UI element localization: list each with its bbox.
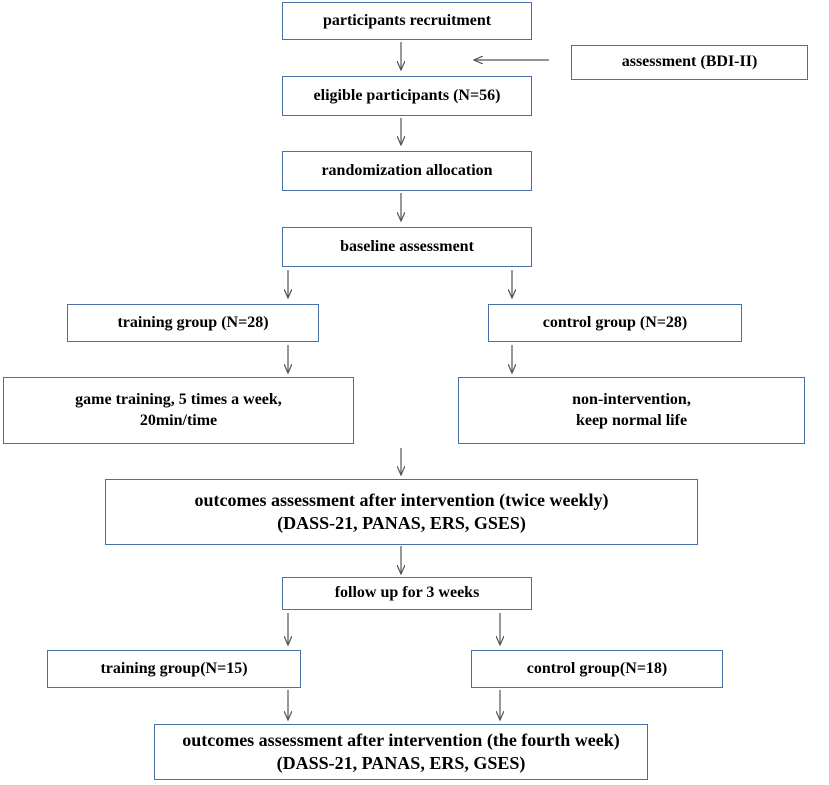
box-training-group-2: training group(N=15) — [47, 650, 301, 688]
label-game-training-line1: game training, 5 times a week, — [75, 390, 282, 408]
label-baseline-assessment: baseline assessment — [340, 237, 474, 255]
box-game-training: game training, 5 times a week, 20min/tim… — [3, 377, 354, 444]
label-training-group-2: training group(N=15) — [100, 659, 248, 677]
label-outcomes-2-line1: outcomes assessment after intervention (… — [182, 729, 620, 750]
label-outcomes-2-line2: (DASS-21, PANAS, ERS, GSES) — [276, 753, 526, 773]
label-non-intervention-line1: non-intervention, — [572, 390, 691, 408]
label-training-group: training group (N=28) — [117, 313, 269, 331]
box-eligible-participants: eligible participants (N=56) — [282, 76, 532, 116]
label-non-intervention-line2: keep normal life — [575, 411, 688, 429]
box-control-group: control group (N=28) — [488, 304, 742, 342]
label-participants-recruitment: participants recruitment — [322, 11, 492, 29]
box-control-group-2: control group(N=18) — [471, 650, 723, 688]
box-non-intervention: non-intervention, keep normal life — [458, 377, 805, 444]
box-assessment-bdi: assessment (BDI-II) — [571, 45, 808, 80]
box-baseline-assessment: baseline assessment — [282, 227, 532, 267]
box-outcomes-assessment-1: outcomes assessment after intervention (… — [105, 479, 698, 545]
box-follow-up: follow up for 3 weeks — [282, 577, 532, 610]
label-follow-up: follow up for 3 weeks — [334, 584, 480, 602]
label-outcomes-1-line2: (DASS-21, PANAS, ERS, GSES) — [277, 513, 526, 533]
label-control-group-2: control group(N=18) — [526, 659, 668, 677]
label-eligible-participants: eligible participants (N=56) — [313, 86, 501, 104]
label-randomization-allocation: randomization allocation — [321, 161, 493, 179]
label-outcomes-1-line1: outcomes assessment after intervention (… — [194, 489, 609, 510]
box-training-group: training group (N=28) — [67, 304, 319, 342]
box-outcomes-assessment-2: outcomes assessment after intervention (… — [154, 724, 648, 780]
box-participants-recruitment: participants recruitment — [282, 2, 532, 40]
box-randomization-allocation: randomization allocation — [282, 151, 532, 191]
label-assessment-bdi: assessment (BDI-II) — [621, 53, 758, 71]
label-control-group: control group (N=28) — [542, 313, 688, 331]
label-game-training-line2: 20min/time — [139, 411, 218, 429]
